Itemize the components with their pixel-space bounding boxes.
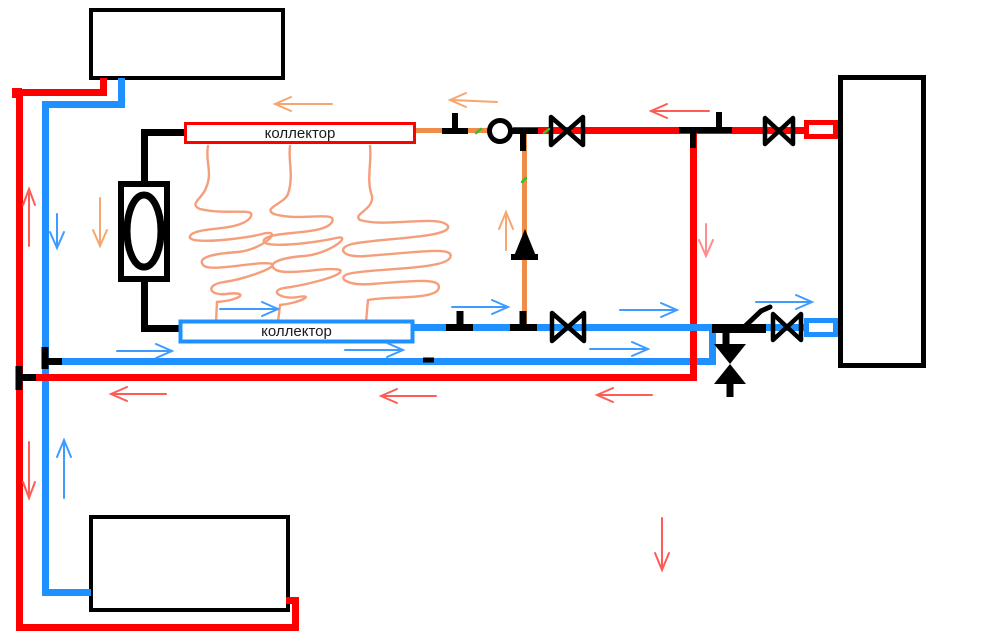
flow-arrow-orange-down xyxy=(92,197,108,249)
flow-arrow-blue-right-6 xyxy=(619,302,680,318)
red-riser-pipe xyxy=(16,78,299,631)
tee-fitting-red-riser xyxy=(15,366,36,390)
tee-fitting-bottom-1 xyxy=(446,311,473,331)
blue-riser-pipe xyxy=(42,78,125,596)
check-valve-triangle xyxy=(514,229,536,256)
drain-valve-lower-triangle xyxy=(714,364,746,384)
flow-arrow-orange-up xyxy=(498,209,514,251)
drain-valve xyxy=(714,344,746,397)
valve-right-wing xyxy=(565,310,587,344)
valve-left-wing xyxy=(770,311,790,343)
flow-arrow-blue-right-2 xyxy=(116,343,175,359)
check-valve xyxy=(511,229,538,260)
collector-bottom xyxy=(178,319,415,344)
red-pipe-joint-cap xyxy=(12,88,22,98)
flow-arrow-red-down-left xyxy=(22,441,36,501)
pump-impeller-icon xyxy=(123,191,165,271)
flow-arrow-blue-right-4 xyxy=(451,299,511,315)
floor-heating-coils xyxy=(188,144,452,324)
flow-arrow-blue-right-1 xyxy=(219,301,281,317)
tee-fitting-blue-riser xyxy=(41,347,62,369)
valve-left-wing xyxy=(762,115,782,147)
flow-arrow-red-left-top xyxy=(648,103,710,119)
red-radiator-stub xyxy=(804,120,838,139)
heating-coil-3 xyxy=(341,144,452,324)
orange-bypass-pipe xyxy=(416,128,527,331)
green-tick-2 xyxy=(542,127,551,135)
shutoff-valve-top xyxy=(548,114,586,148)
collector-top xyxy=(184,122,416,144)
flow-arrow-blue-down-left xyxy=(49,213,65,251)
drain-valve-upper-triangle xyxy=(714,344,746,364)
pump-return-pipe xyxy=(141,278,183,332)
blue-return-line-lower xyxy=(49,331,716,365)
flow-arrow-orange-left-2 xyxy=(447,92,498,108)
blue-radiator-stub xyxy=(804,318,838,337)
flow-arrow-red-down-mid xyxy=(654,517,670,573)
heating-coil-1 xyxy=(188,144,274,324)
flow-arrow-red-left-1 xyxy=(108,386,167,402)
valve-left-wing xyxy=(549,310,571,344)
tee-fitting-bottom-bypass xyxy=(510,311,537,331)
flow-arrow-blue-right-7 xyxy=(755,294,815,310)
valve-left-wing xyxy=(548,114,570,148)
flow-arrow-blue-up-left xyxy=(56,437,72,499)
flow-arrow-red-down-riser xyxy=(698,223,714,259)
pump-circle-icon xyxy=(487,118,513,144)
flow-arrow-blue-right-3 xyxy=(344,342,406,358)
valve-right-wing xyxy=(776,115,796,147)
flow-arrow-red-left-3 xyxy=(594,387,653,403)
flow-arrow-orange-left-1 xyxy=(272,96,333,112)
pump-supply-pipe xyxy=(141,129,186,186)
green-tick-3 xyxy=(520,176,528,184)
valve-lever-handle xyxy=(738,304,773,333)
flow-arrow-blue-right-5 xyxy=(589,341,651,357)
shutoff-valve-bottom xyxy=(549,310,587,344)
tee-fitting-top-1 xyxy=(442,113,468,134)
shutoff-valve-top-right xyxy=(762,115,796,147)
shutoff-valve-bottom-right xyxy=(770,311,804,343)
box-bottom-left xyxy=(89,515,290,612)
tee-fitting-top-riser xyxy=(679,127,707,148)
flow-arrow-red-up-left xyxy=(22,186,36,247)
green-tick-1 xyxy=(474,127,483,135)
valve-right-wing xyxy=(564,114,586,148)
box-top-left xyxy=(89,8,285,80)
valve-right-wing xyxy=(784,311,804,343)
tee-fitting-top-right xyxy=(706,112,732,133)
red-supply-line xyxy=(19,127,806,381)
heating-coil-2 xyxy=(262,144,344,324)
box-right xyxy=(838,75,926,368)
flow-arrow-red-left-2 xyxy=(378,388,437,404)
